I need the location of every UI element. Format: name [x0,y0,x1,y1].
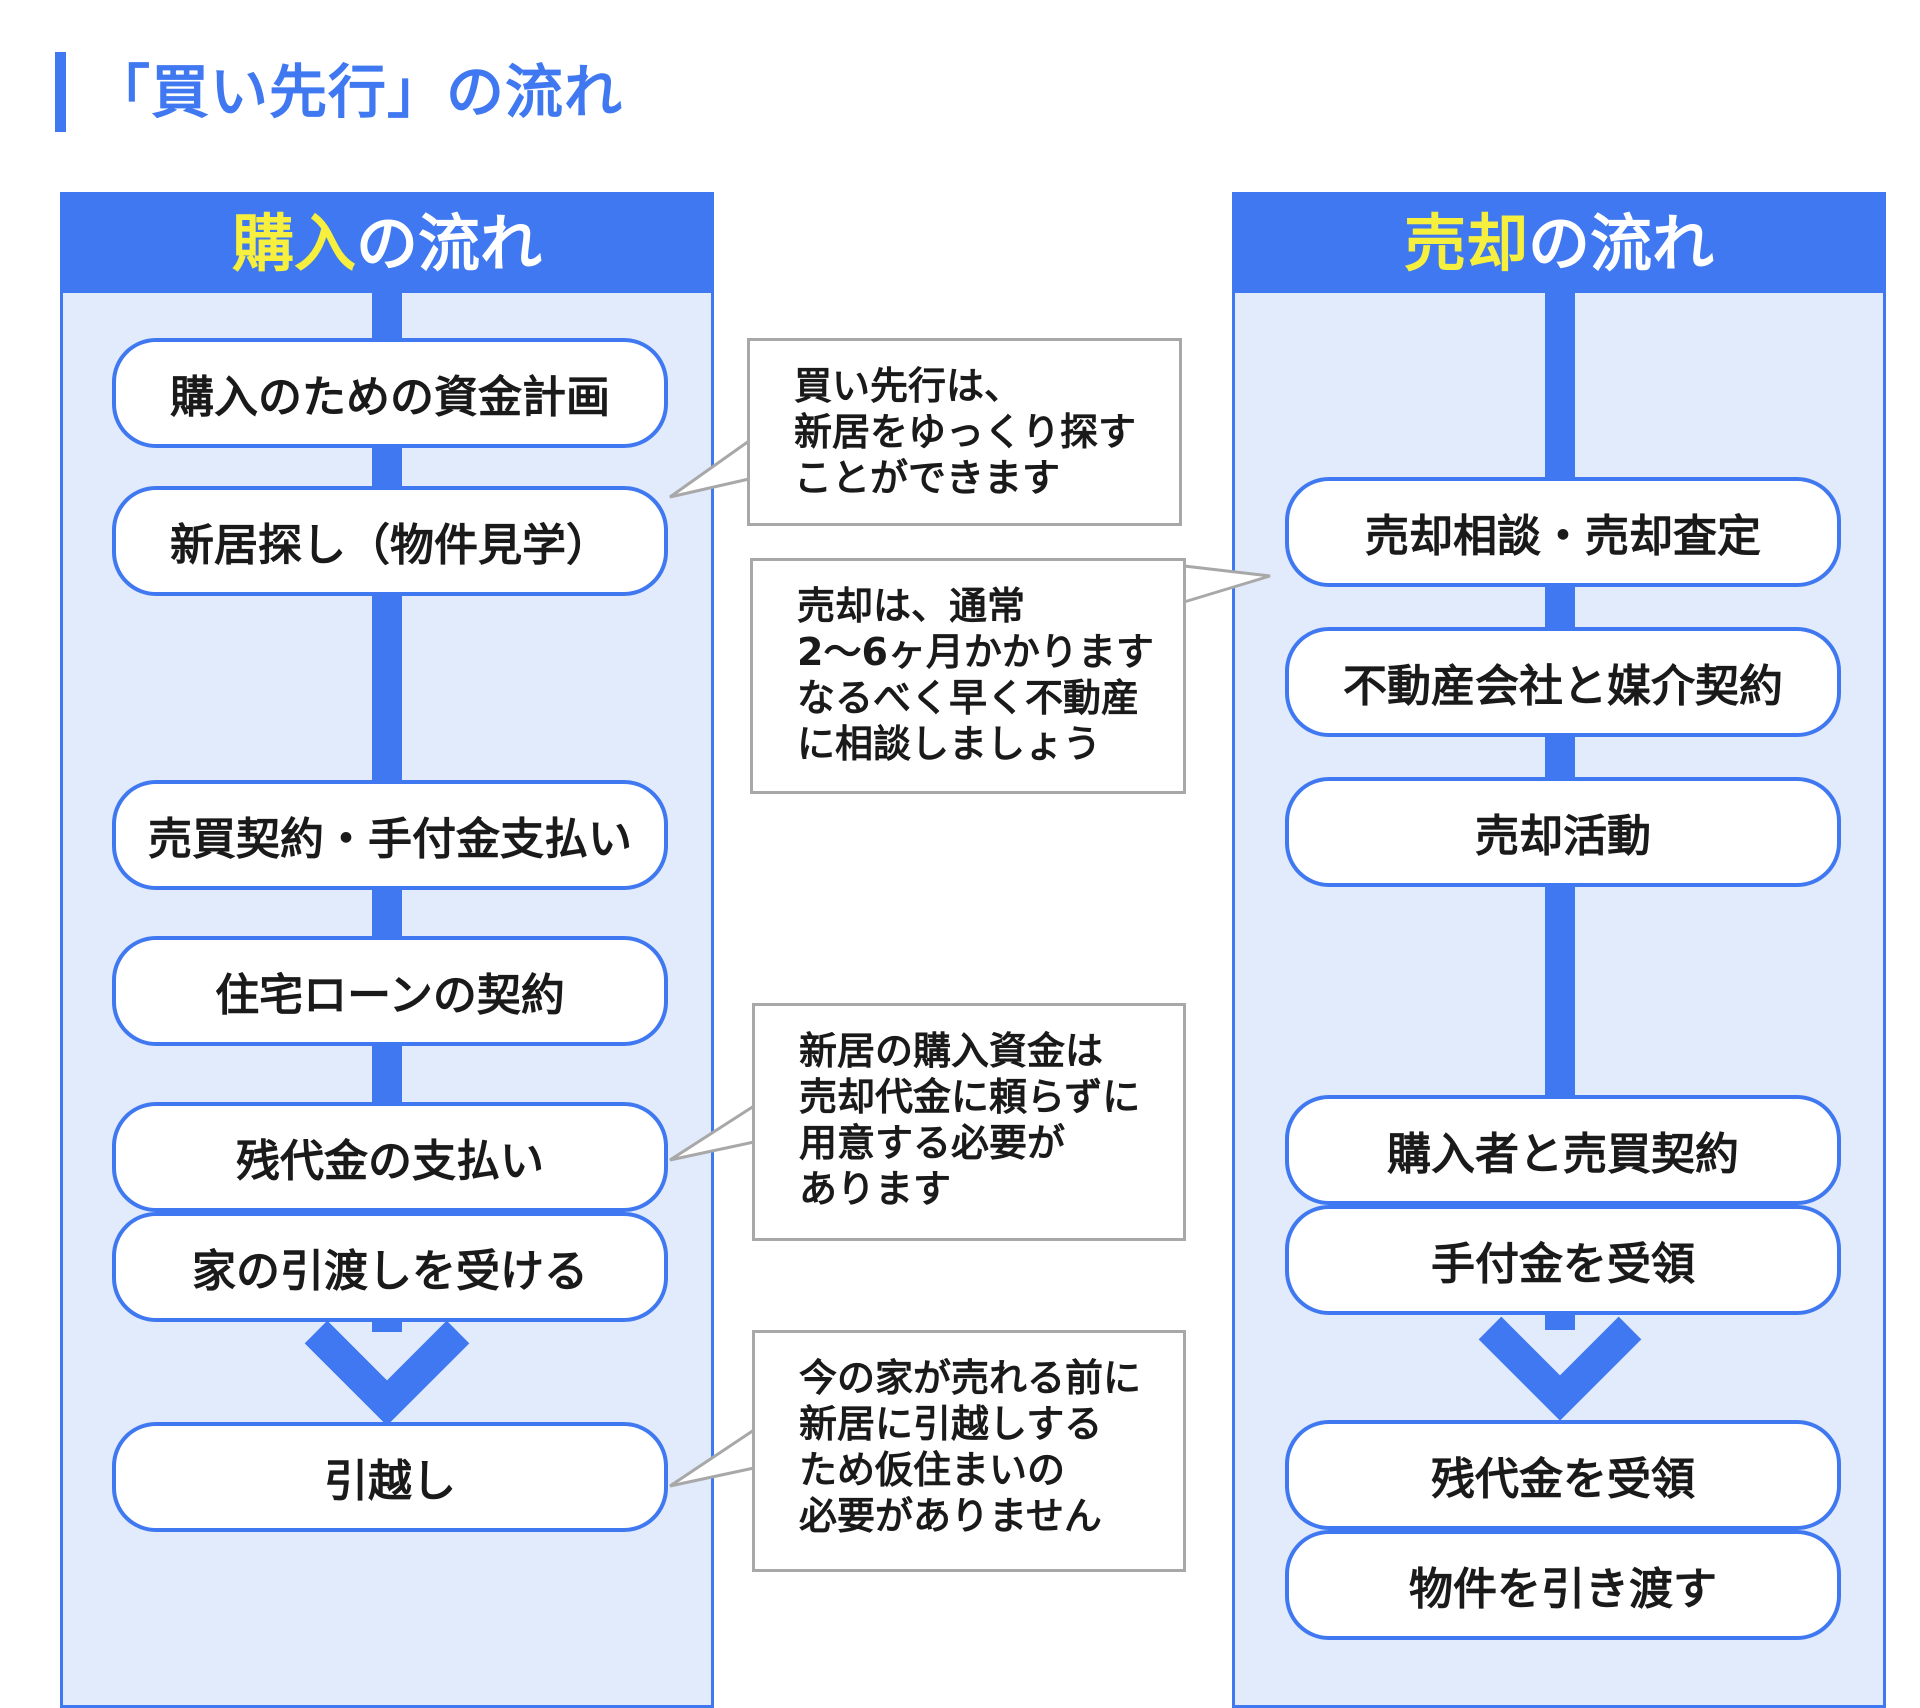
note-2-tail [1183,564,1271,604]
purchase-step-4: 住宅ローンの契約 [112,936,668,1046]
note-4-line-4: 必要がありません [799,1494,1102,1538]
note-4-line-3: ため仮住まいの [799,1448,1066,1492]
note-4-tail [669,1428,755,1488]
note-2-line-1: 売却は、通常 [797,584,1026,628]
sale-step-7: 物件を引き渡す [1285,1530,1841,1640]
note-3-line-3: 用意する必要が [799,1121,1066,1165]
note-2-line-4: に相談しましょう [797,722,1102,766]
sale-header-rest: の流れ [1528,207,1715,280]
note-1-line-2: 新居をゆっくり探す [794,410,1137,454]
sale-step-5: 手付金を受領 [1285,1205,1841,1315]
purchase-flow-header: 購入の流れ [63,195,711,293]
note-box-1: 買い先行は、 新居をゆっくり探す ことができます [747,338,1182,526]
note-1-line-3: ことができます [794,456,1061,500]
purchase-step-6: 家の引渡しを受ける [112,1212,668,1322]
sale-step-1: 売却相談・売却査定 [1285,477,1841,587]
note-3-line-1: 新居の購入資金は [799,1029,1104,1073]
sale-step-3: 売却活動 [1285,777,1841,887]
note-3-line-2: 売却代金に頼らずに [799,1075,1141,1119]
purchase-step-1: 購入のための資金計画 [112,338,668,448]
note-1-tail [669,439,750,499]
note-3-tail [669,1104,755,1162]
sale-step-2: 不動産会社と媒介契約 [1285,627,1841,737]
purchase-header-rest: の流れ [356,207,543,280]
purchase-step-7: 引越し [112,1422,668,1532]
page-title: 「買い先行」の流れ [92,58,624,126]
purchase-step-3: 売買契約・手付金支払い [112,780,668,890]
purchase-header-accent: 購入 [231,207,356,280]
purchase-step-2: 新居探し（物件見学） [112,486,668,596]
sale-step-4: 購入者と売買契約 [1285,1095,1841,1205]
note-box-2: 売却は、通常 2〜6ヶ月かかります なるべく早く不動産 に相談しましょう [750,558,1186,794]
note-2-line-2: 2〜6ヶ月かかります [797,630,1154,674]
note-box-3: 新居の購入資金は 売却代金に頼らずに 用意する必要が あります [752,1003,1186,1241]
sale-down-arrow [1478,1316,1642,1421]
note-box-4: 今の家が売れる前に 新居に引越しする ため仮住まいの 必要がありません [752,1330,1186,1572]
purchase-step-5: 残代金の支払い [112,1102,668,1212]
purchase-down-arrow [304,1320,470,1426]
note-4-line-1: 今の家が売れる前に [799,1356,1142,1400]
note-3-line-4: あります [799,1167,952,1211]
sale-step-6: 残代金を受領 [1285,1420,1841,1530]
note-4-line-2: 新居に引越しする [799,1402,1103,1446]
sale-flow-header: 売却の流れ [1235,195,1883,293]
note-1-line-1: 買い先行は、 [794,364,1023,408]
sale-header-accent: 売却 [1403,207,1528,280]
title-accent-bar [55,52,66,132]
note-2-line-3: なるべく早く不動産 [797,676,1140,720]
